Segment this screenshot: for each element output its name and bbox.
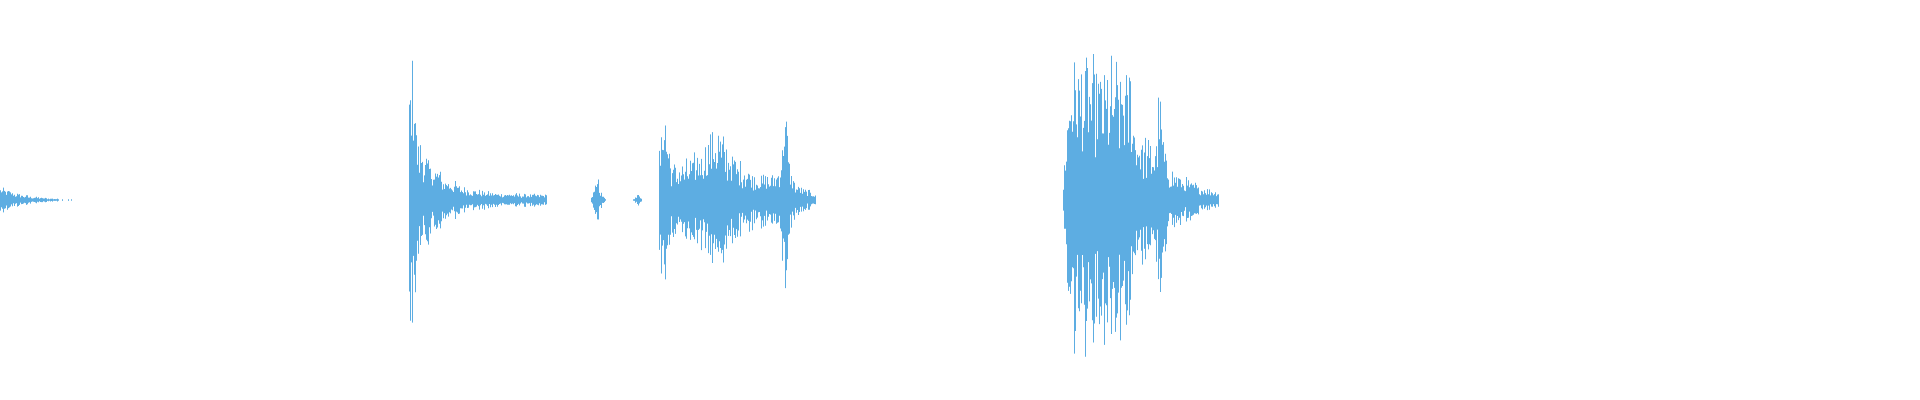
- waveform-bars: [0, 54, 1219, 357]
- waveform-path: [0, 54, 1219, 357]
